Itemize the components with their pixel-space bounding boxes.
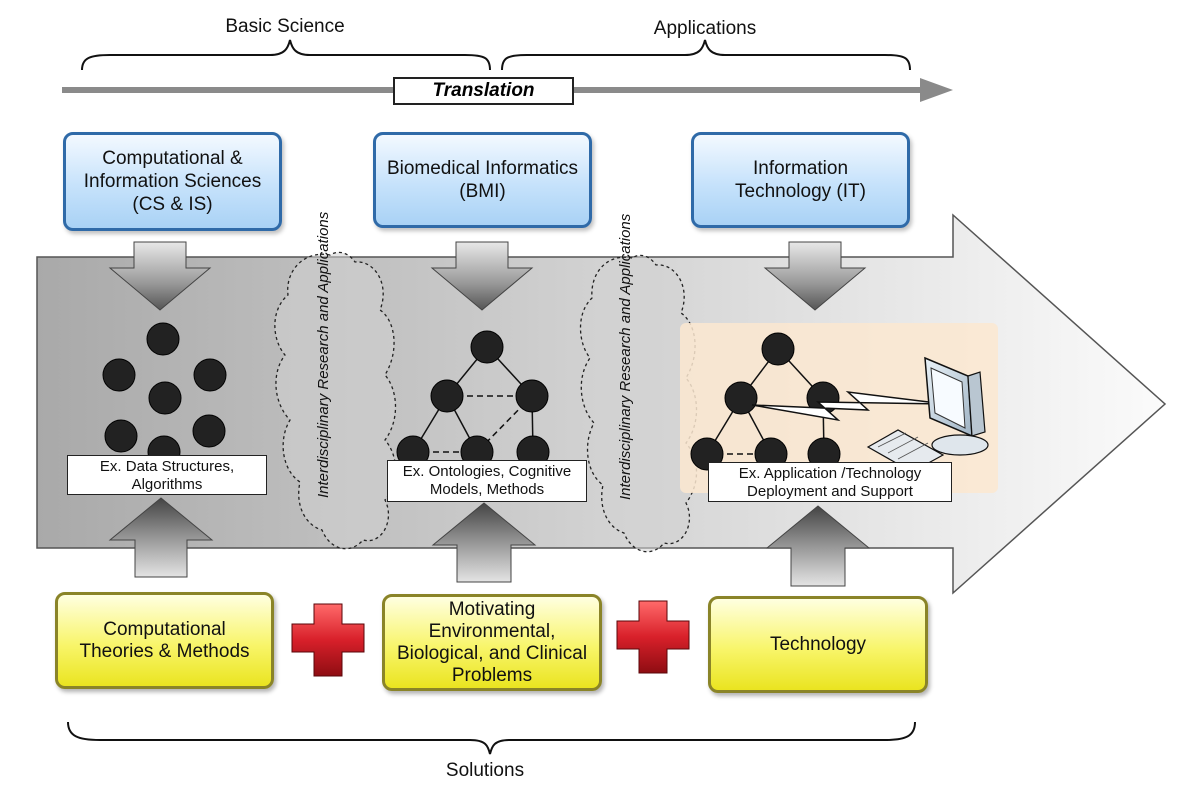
up-arrow-problems (431, 502, 537, 583)
applications-brace (501, 39, 911, 71)
input-box-problems: Motivating Environmental, Biological, an… (382, 594, 602, 691)
basic-science-label: Basic Science (225, 16, 345, 37)
node (148, 381, 182, 415)
applications-label: Applications (653, 18, 757, 39)
input-label: Technology (769, 633, 867, 655)
discipline-box-cs: Computational & Information Sciences (CS… (63, 132, 282, 231)
discipline-box-bmi: Biomedical Informatics (BMI) (373, 132, 592, 228)
node (104, 419, 138, 453)
input-box-technology: Technology (708, 596, 928, 693)
node (192, 414, 226, 448)
solutions-brace (67, 721, 916, 755)
example-box-ontologies: Ex. Ontologies, Cognitive Models, Method… (387, 460, 587, 502)
down-arrow-cs (108, 241, 212, 311)
input-label: Computational Theories & Methods (79, 618, 250, 662)
node (515, 379, 549, 413)
plus-icon (616, 600, 690, 674)
data-structure-nodes (102, 322, 227, 469)
node (193, 358, 227, 392)
plus-icon (291, 603, 365, 677)
discipline-label: Computational & Information Sciences (CS… (83, 148, 262, 215)
up-arrow-theories (108, 497, 214, 578)
interdisciplinary-label: Interdisciplinary Research and Applicati… (617, 213, 634, 500)
node (761, 332, 795, 366)
interdisciplinary-label: Interdisciplinary Research and Applicati… (315, 211, 332, 498)
node (102, 358, 136, 392)
solutions-label: Solutions (445, 760, 525, 781)
interdisciplinary-cloud-2 (579, 254, 698, 553)
up-arrow-technology (765, 505, 871, 587)
discipline-label: Biomedical Informatics (BMI) (386, 158, 579, 202)
translation-arrowhead (920, 78, 953, 102)
input-label: Motivating Environmental, Biological, an… (396, 598, 588, 686)
translation-label: Translation (393, 77, 574, 105)
discipline-box-it: Information Technology (IT) (691, 132, 910, 228)
input-box-theories: Computational Theories & Methods (55, 592, 274, 689)
basic-science-brace (81, 39, 491, 71)
down-arrow-it (763, 241, 867, 311)
example-box-data-structures: Ex. Data Structures, Algorithms (67, 455, 267, 495)
node (430, 379, 464, 413)
node (146, 322, 180, 356)
node (470, 330, 504, 364)
node (724, 381, 758, 415)
example-box-deployment: Ex. Application /Technology Deployment a… (708, 462, 952, 502)
down-arrow-bmi (430, 241, 534, 311)
computer-icon (866, 356, 989, 473)
discipline-label: Information Technology (IT) (735, 158, 866, 202)
interdisciplinary-cloud-1 (274, 251, 397, 550)
